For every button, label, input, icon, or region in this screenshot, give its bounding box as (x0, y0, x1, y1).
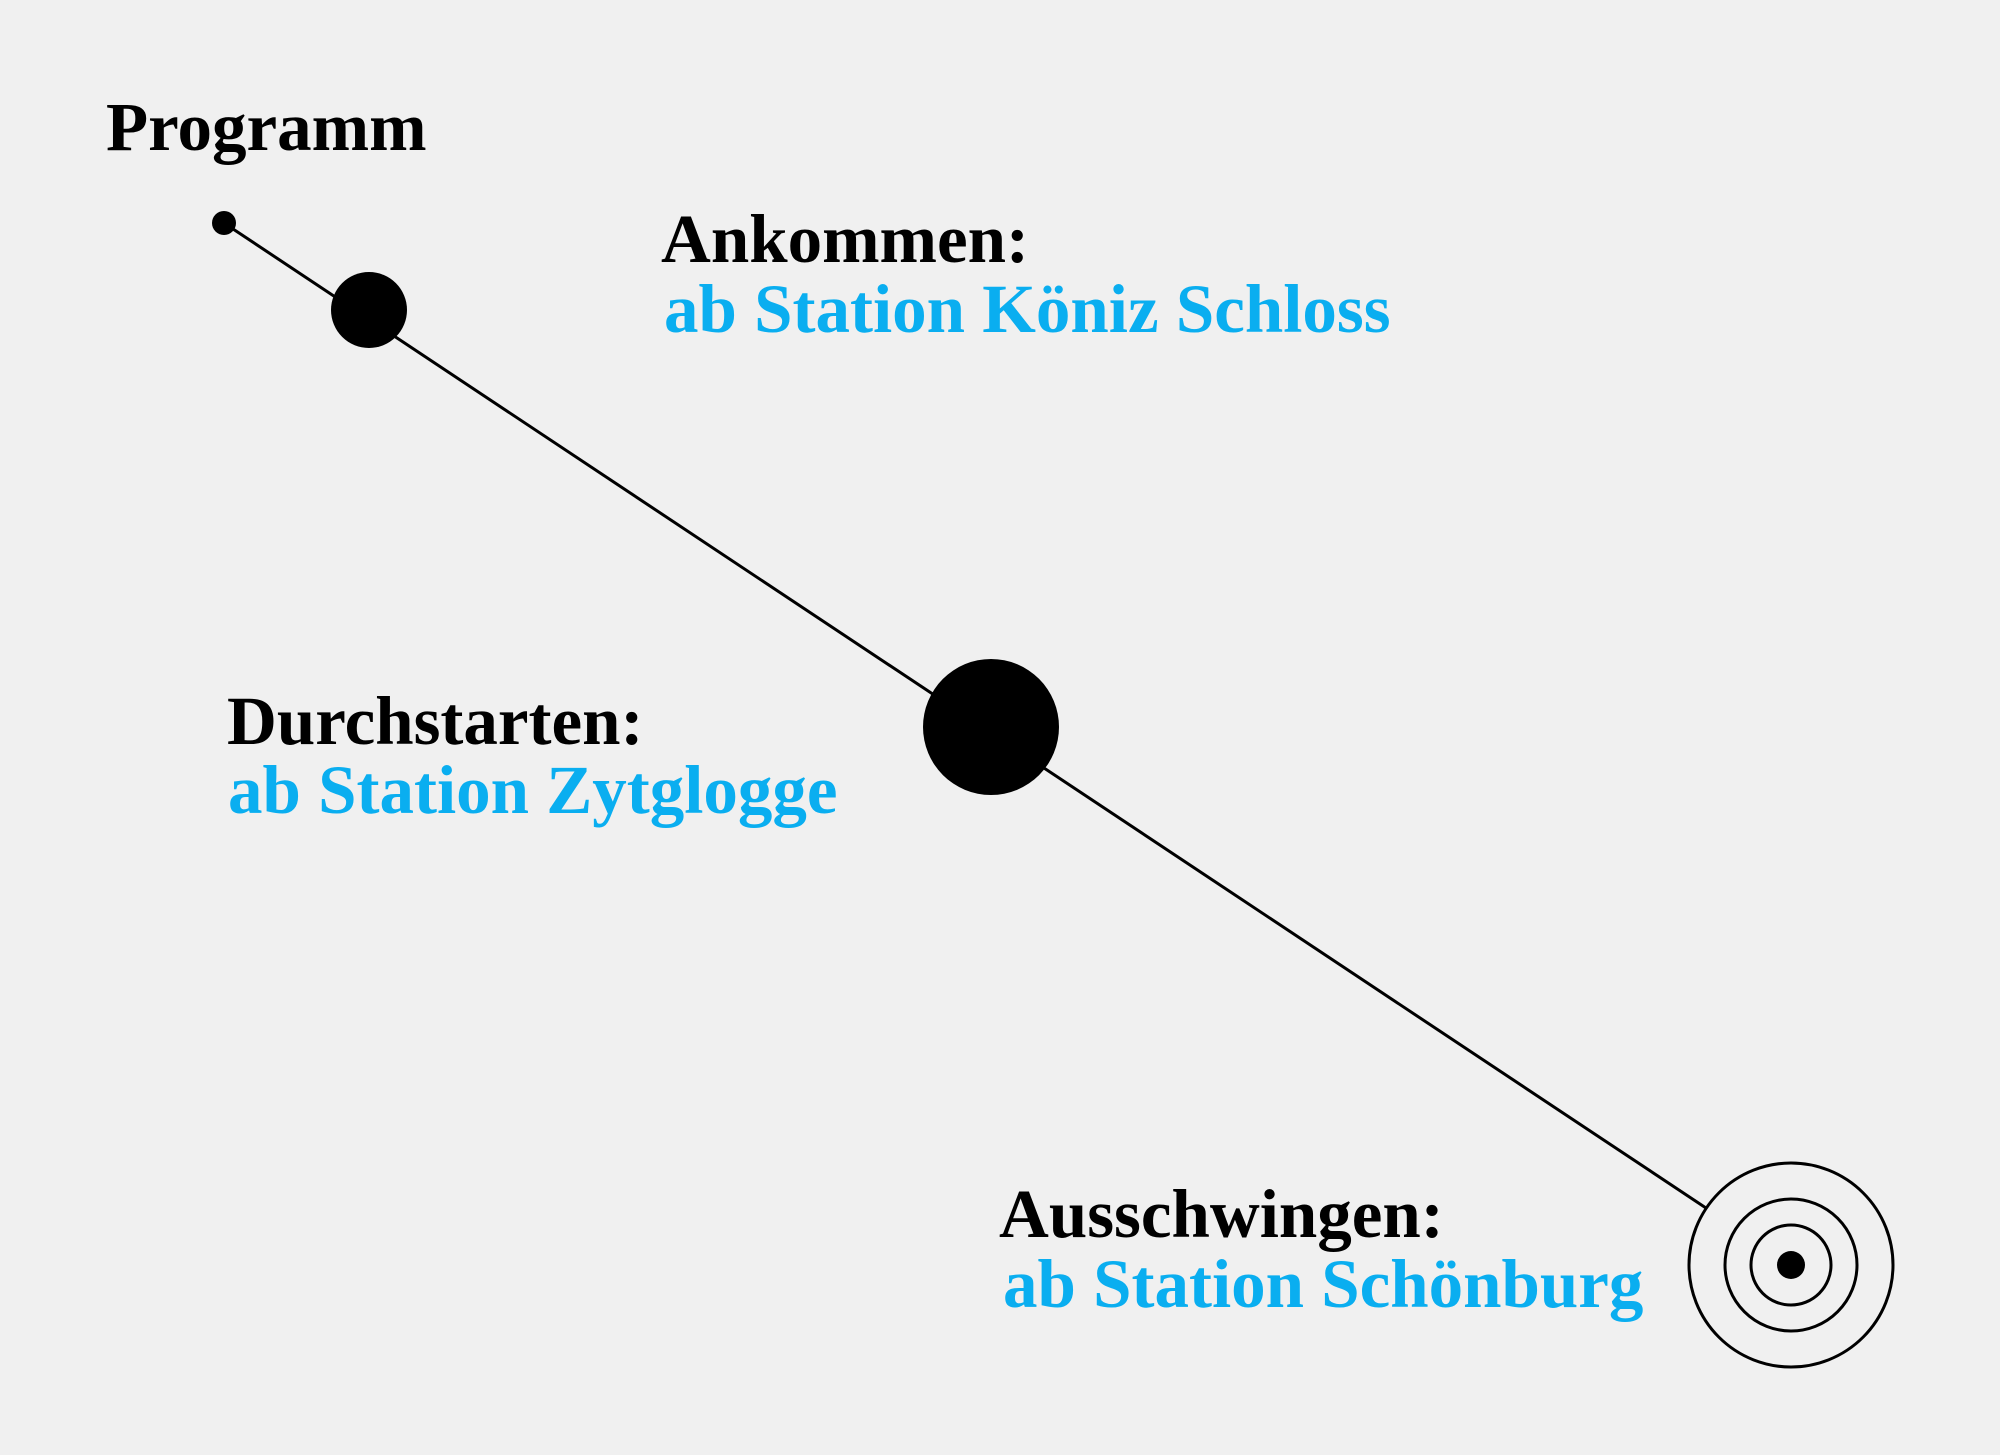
stop-label-ankommen: Ankommen: ab Station Köniz Schloss (661, 201, 1391, 347)
target-marker-ausschwingen (1687, 1161, 1895, 1369)
stop-heading: Durchstarten: (227, 683, 644, 759)
stop-station: ab Station Zytglogge (228, 752, 838, 828)
stop-heading: Ankommen: (661, 201, 1029, 277)
stop-label-durchstarten: Durchstarten: ab Station Zytglogge (227, 683, 838, 828)
stop-label-ausschwingen: Ausschwingen: ab Station Schönburg (999, 1176, 1643, 1322)
stop-station: ab Station Schönburg (1003, 1246, 1643, 1322)
stop-heading: Ausschwingen: (999, 1176, 1444, 1252)
start-dot (212, 211, 236, 235)
stop-marker-durchstarten (923, 659, 1059, 795)
stop-marker-ankommen (331, 272, 407, 348)
stop-station: ab Station Köniz Schloss (664, 271, 1391, 347)
page-title: Programm (106, 89, 427, 165)
